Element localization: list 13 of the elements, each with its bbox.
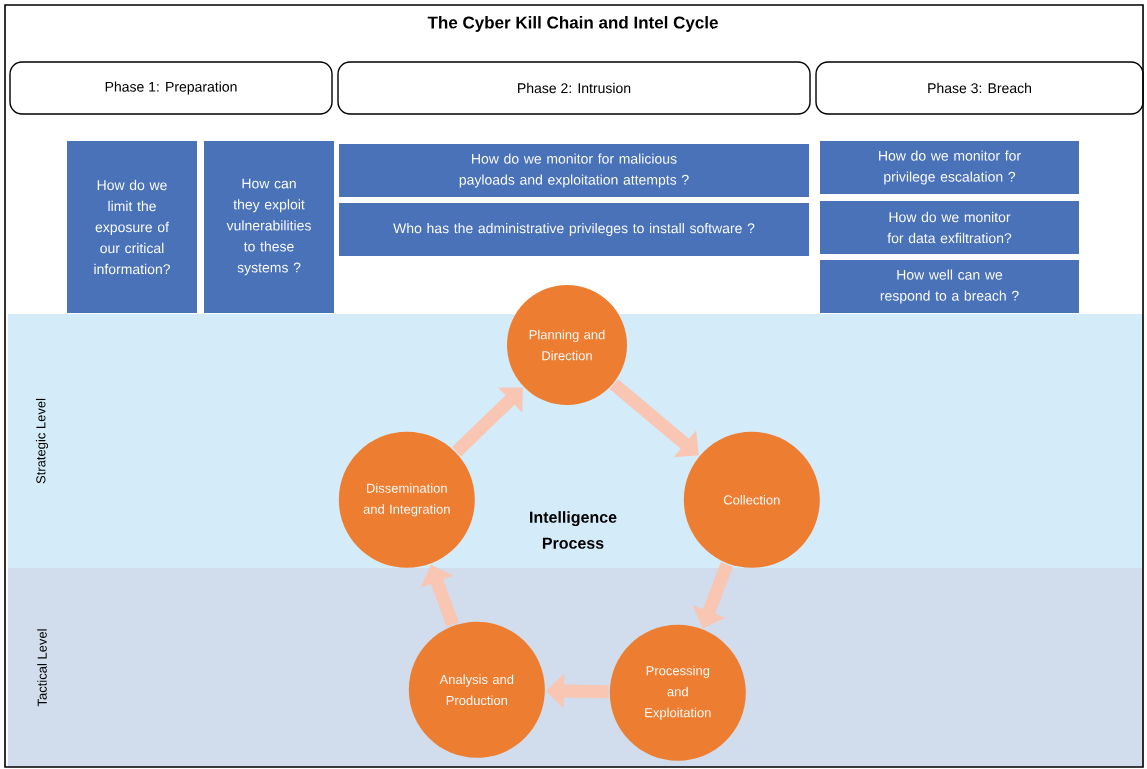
phase-box: Phase 3: Breach	[815, 61, 1144, 115]
question-box: How do we monitor for data exfiltration?	[820, 201, 1079, 254]
question-box: How do we monitor for malicious payloads and exploitation attempts ?	[339, 144, 809, 197]
center-label: Intelligence Process	[530, 511, 617, 549]
question-box: How do we limit the exposure of our critical information?	[67, 141, 197, 313]
phase-box: Phase 2: Intrusion	[337, 61, 811, 115]
phase-box: Phase 1: Preparation	[9, 61, 333, 115]
question-box: How do we monitor for privilege escalation ?	[820, 141, 1079, 194]
block-arrow	[452, 387, 523, 457]
question-box: Who has the administrative privileges to install software ?	[339, 203, 809, 256]
question-box: How well can we respond to a breach ?	[820, 260, 1079, 313]
question-box: How can they exploit vulnerabilities to these systems ?	[204, 141, 334, 313]
title: The Cyber Kill Chain and Intel Cycle	[427, 16, 718, 32]
